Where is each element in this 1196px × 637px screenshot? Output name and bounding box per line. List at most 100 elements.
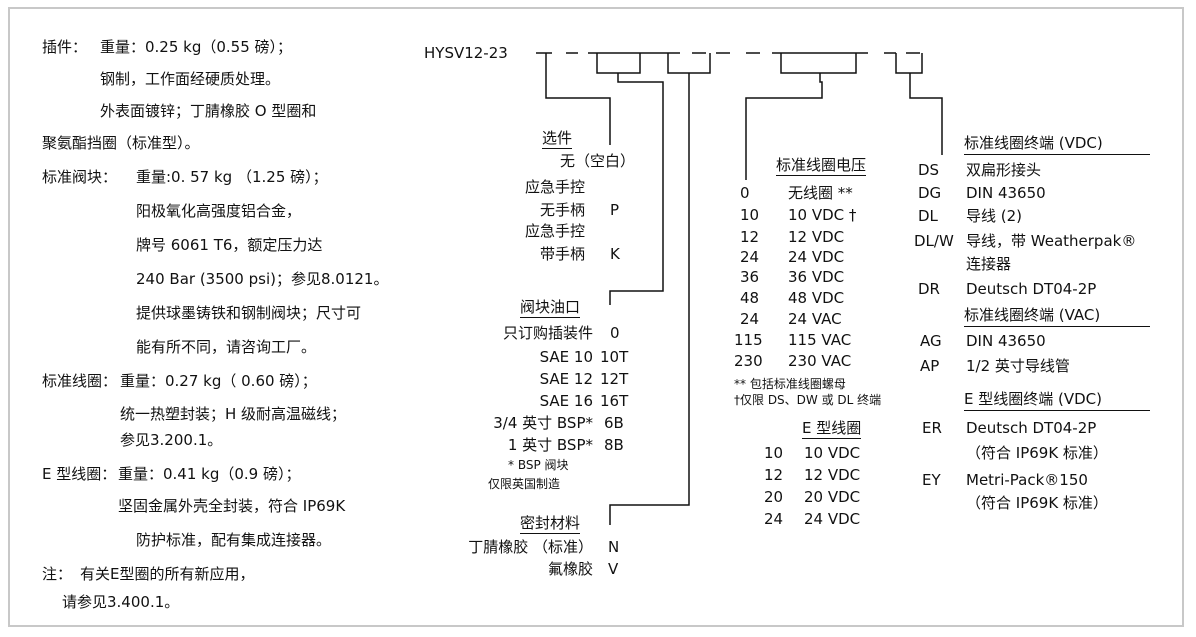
options-code: P — [610, 201, 620, 219]
insert-line: 聚氨酯挡圈（标准型）。 — [42, 134, 200, 152]
e-terminal-desc: Deutsch DT04-2P — [966, 419, 1097, 437]
dc-terminal-code: DR — [918, 280, 940, 298]
seals-code: V — [608, 560, 619, 578]
ac-terminal-code: AP — [920, 357, 940, 375]
options-row: 无（空白） — [560, 152, 636, 170]
voltage-code: 10 — [740, 206, 760, 224]
e-terminal-code: ER — [922, 419, 942, 437]
block-line: 重量:0. 57 kg （1.25 磅）； — [136, 168, 328, 186]
options-code: K — [610, 245, 620, 263]
ecoil-desc: 20 VDC — [804, 488, 861, 506]
ports-row: SAE 10 — [539, 348, 593, 366]
block-line: 提供球墨铸铁和钢制阀块；尺寸可 — [136, 304, 362, 322]
ecoil-line: 坚固金属外壳全封装，符合 IP69K — [118, 497, 346, 515]
voltage-code: 24 — [740, 310, 760, 328]
e-terminal-title: E 型线圈终端 (VDC) — [964, 390, 1150, 411]
options-title: 选件 — [542, 129, 573, 149]
ports-row: SAE 16 — [539, 392, 593, 410]
ecoil-code: 10 — [764, 444, 784, 462]
ports-code: 8B — [604, 436, 624, 454]
coil-line: 参见3.200.1。 — [120, 431, 223, 449]
dc-terminal-title: 标准线圈终端 (VDC) — [964, 134, 1150, 155]
insert-line: 外表面镀锌；丁腈橡胶 O 型圈和 — [100, 102, 317, 120]
block-line: 240 Bar (3500 psi)；参见8.0121。 — [136, 270, 389, 288]
ecoil-title: E 型线圈 — [802, 419, 862, 439]
ports-code: 0 — [610, 324, 620, 342]
ecoil-code: 20 — [764, 488, 784, 506]
voltage-code: 0 — [740, 184, 750, 202]
block-line: 牌号 6061 T6，额定压力达 — [136, 236, 323, 254]
seals-row: 氟橡胶 — [547, 560, 593, 578]
voltage-desc: 48 VDC — [788, 289, 845, 307]
voltage-title: 标准线圈电压 — [776, 156, 867, 176]
dc-terminal-desc: DIN 43650 — [966, 184, 1046, 202]
block-line: 能有所不同，请咨询工厂。 — [136, 338, 317, 356]
ports-code: 16T — [600, 392, 629, 410]
insert-line: 钢制，工作面经硬质处理。 — [100, 70, 281, 88]
coil-line: 重量：0.27 kg（ 0.60 磅）； — [120, 372, 317, 390]
voltage-desc: 230 VAC — [788, 352, 852, 370]
dc-terminal-desc: 连接器 — [966, 255, 1012, 273]
ports-title: 阀块油口 — [520, 298, 581, 318]
note-label: 注： — [42, 565, 73, 583]
note-line: 请参见3.400.1。 — [62, 593, 180, 611]
voltage-code: 12 — [740, 228, 760, 246]
ports-row: SAE 12 — [539, 370, 593, 388]
ac-terminal-title: 标准线圈终端 (VAC) — [964, 306, 1150, 327]
insert-label: 插件： — [42, 38, 88, 56]
voltage-footnote: †仅限 DS、DW 或 DL 终端 — [734, 393, 882, 407]
e-terminal-desc: （符合 IP69K 标准） — [966, 444, 1108, 462]
dc-terminal-code: DS — [918, 161, 940, 179]
dc-terminal-desc: 导线 (2) — [966, 207, 1023, 225]
block-label: 标准阀块： — [42, 168, 118, 186]
voltage-footnote: ** 包括标准线圈螺母 — [734, 377, 846, 391]
seals-row: 丁腈橡胶 （标准） — [468, 538, 593, 556]
voltage-code: 24 — [740, 248, 760, 266]
ecoil-desc: 12 VDC — [804, 466, 861, 484]
ports-code: 12T — [600, 370, 629, 388]
voltage-desc: 24 VAC — [788, 310, 842, 328]
coil-label: 标准线圈： — [42, 372, 118, 390]
ecoil-line: 重量：0.41 kg（0.9 磅）； — [118, 465, 301, 483]
dc-terminal-desc: 导线，带 Weatherpak® — [966, 232, 1137, 250]
ecoil-code: 24 — [764, 510, 784, 528]
ac-terminal-code: AG — [920, 332, 942, 350]
ports-row: 1 英寸 BSP* — [507, 436, 593, 454]
options-row: 无手柄 — [539, 201, 585, 219]
ac-terminal-desc: DIN 43650 — [966, 332, 1046, 350]
voltage-code: 115 — [734, 331, 763, 349]
ports-row: 3/4 英寸 BSP* — [493, 414, 593, 432]
ports-footnote: 仅限英国制造 — [488, 477, 561, 491]
e-terminal-code: EY — [922, 471, 941, 489]
dc-terminal-desc: Deutsch DT04-2P — [966, 280, 1097, 298]
voltage-desc: 24 VDC — [788, 248, 845, 266]
ports-code: 10T — [600, 348, 629, 366]
voltage-code: 230 — [734, 352, 763, 370]
dc-terminal-code: DL — [918, 207, 938, 225]
ecoil-desc: 10 VDC — [804, 444, 861, 462]
seals-code: N — [608, 538, 620, 556]
options-row: 应急手控 — [524, 178, 585, 196]
voltage-desc: 无线圈 ** — [788, 184, 853, 202]
dc-terminal-desc: 双扁形接头 — [966, 161, 1042, 179]
note-line: 有关E型圈的所有新应用， — [80, 565, 255, 583]
options-row: 带手柄 — [539, 245, 585, 263]
ecoil-desc: 24 VDC — [804, 510, 861, 528]
voltage-desc: 36 VDC — [788, 268, 845, 286]
voltage-code: 48 — [740, 289, 760, 307]
voltage-desc: 12 VDC — [788, 228, 845, 246]
voltage-desc: 10 VDC † — [788, 206, 857, 224]
ecoil-line: 防护标准，配有集成连接器。 — [136, 531, 332, 549]
coil-line: 统一热塑封装；H 级耐高温磁线； — [120, 405, 347, 423]
insert-line: 重量：0.25 kg（0.55 磅）； — [100, 38, 293, 56]
ports-footnote: * BSP 阀块 — [508, 458, 569, 472]
page-frame — [8, 7, 1184, 627]
ac-terminal-desc: 1/2 英寸导线管 — [966, 357, 1070, 375]
e-terminal-desc: （符合 IP69K 标准） — [966, 494, 1108, 512]
model-number: HYSV12-23 — [424, 44, 508, 62]
voltage-desc: 115 VAC — [788, 331, 852, 349]
seals-title: 密封材料 — [520, 514, 581, 534]
dc-terminal-code: DG — [918, 184, 942, 202]
options-row: 应急手控 — [524, 222, 585, 240]
